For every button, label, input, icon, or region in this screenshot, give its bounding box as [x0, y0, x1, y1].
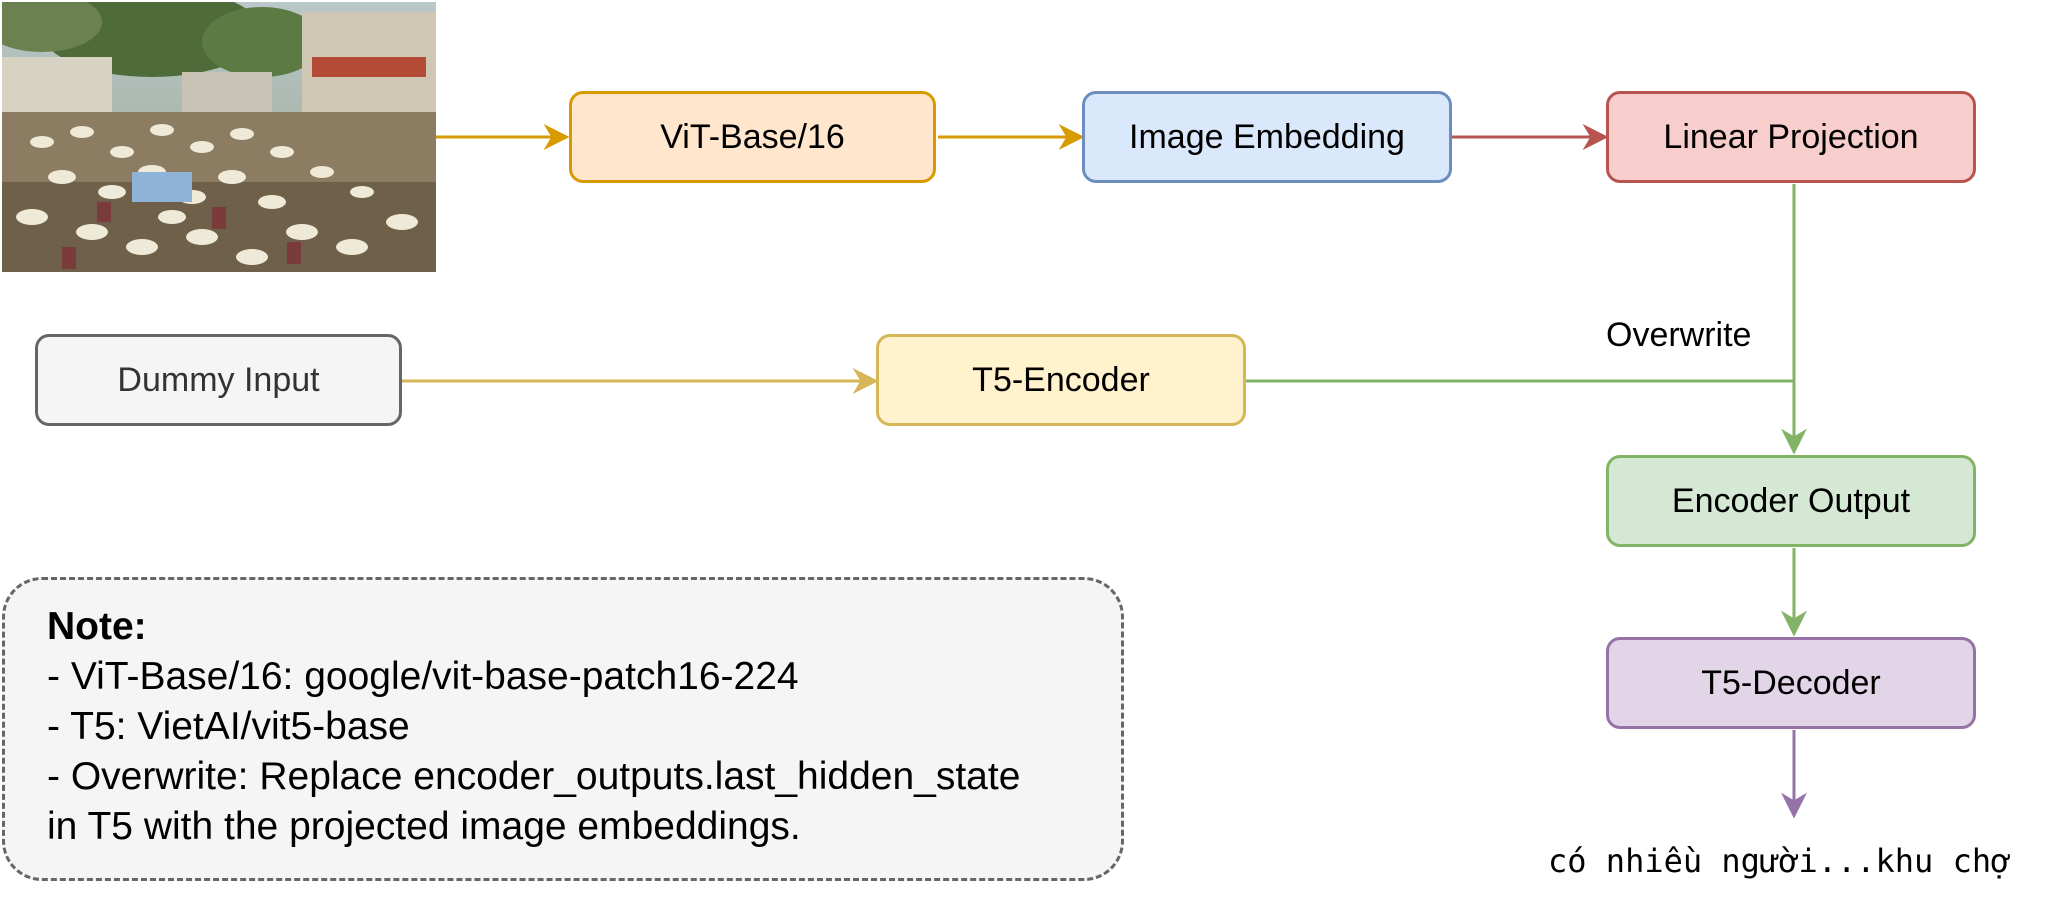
note-line-vit: - ViT-Base/16: google/vit-base-patch16-2…	[47, 655, 799, 698]
decoder-output-text: có nhiều người...khu chợ	[1548, 842, 2011, 880]
node-encoder-output: Encoder Output	[1606, 455, 1976, 547]
node-image-embedding-label: Image Embedding	[1129, 117, 1405, 156]
node-t5-decoder-label: T5-Decoder	[1701, 663, 1881, 702]
input-image	[2, 2, 436, 272]
node-vit-label: ViT-Base/16	[660, 117, 845, 156]
node-linear-projection-label: Linear Projection	[1663, 117, 1919, 156]
node-t5-decoder: T5-Decoder	[1606, 637, 1976, 729]
note-title: Note:	[47, 605, 147, 648]
note-line-overwrite: - Overwrite: Replace encoder_outputs.las…	[47, 755, 1021, 798]
edge-label-overwrite: Overwrite	[1606, 316, 1752, 354]
node-linear-projection: Linear Projection	[1606, 91, 1976, 183]
node-encoder-output-label: Encoder Output	[1671, 481, 1911, 520]
node-dummy-input: Dummy Input	[35, 334, 402, 426]
node-t5-encoder: T5-Encoder	[876, 334, 1246, 426]
node-t5-encoder-label: T5-Encoder	[972, 360, 1150, 399]
note-line-overwrite-cont: in T5 with the projected image embedding…	[47, 805, 801, 848]
node-dummy-input-label: Dummy Input	[117, 360, 320, 399]
note-line-t5: - T5: VietAI/vit5-base	[47, 705, 410, 748]
node-image-embedding: Image Embedding	[1082, 91, 1452, 183]
node-vit: ViT-Base/16	[569, 91, 936, 183]
note-box: Note: - ViT-Base/16: google/vit-base-pat…	[2, 577, 1124, 881]
